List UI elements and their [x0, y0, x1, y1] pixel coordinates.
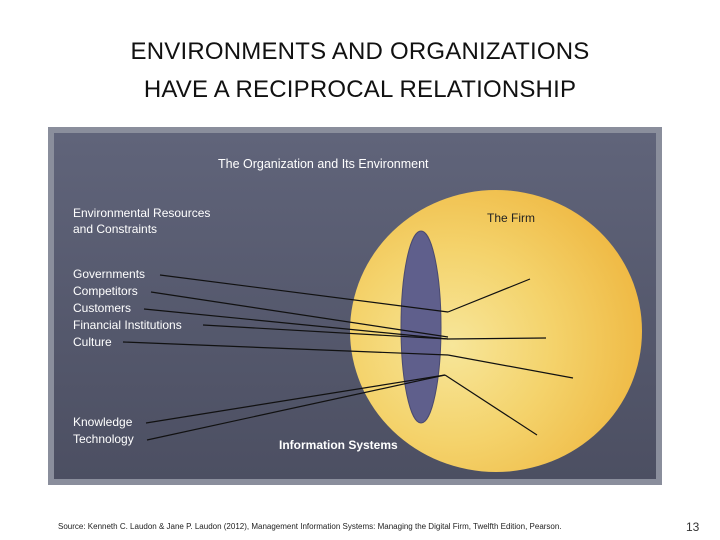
technology-item-knowledge: Knowledge — [73, 415, 133, 429]
technology-item-technology: Technology — [73, 432, 134, 446]
environment-item-competitors: Competitors — [73, 284, 138, 298]
environment-item-culture: Culture — [73, 335, 112, 349]
firm-circle — [350, 190, 642, 472]
slide-title-line-2: HAVE A RECIPROCAL RELATIONSHIP — [143, 76, 577, 103]
firm-label: The Firm — [487, 211, 535, 225]
resources-heading-line-2: and Constraints — [73, 222, 157, 236]
connector-line-governments — [159, 274, 449, 313]
firm-line-lower — [447, 354, 574, 379]
connector-line-competitors — [150, 291, 449, 338]
figure-svg: The Organization and Its Environment Env… — [48, 127, 662, 485]
information-systems-ellipse — [400, 230, 442, 424]
connector-line-customers — [143, 308, 449, 340]
connector-line-financial-institutions — [202, 324, 449, 340]
figure-title: The Organization and Its Environment — [218, 157, 429, 171]
slide-title: ENVIRONMENTS AND ORGANIZATIONS HAVE A RE… — [0, 33, 720, 109]
slide-title-line-1: ENVIRONMENTS AND ORGANIZATIONS — [130, 38, 590, 65]
environment-item-customers: Customers — [73, 301, 131, 315]
connector-line-knowledge — [145, 374, 446, 424]
environment-item-governments: Governments — [73, 267, 145, 281]
slide-number: 13 — [686, 520, 700, 534]
connector-line-technology — [146, 374, 446, 441]
connector-lines — [122, 274, 574, 441]
organization-environment-figure: The Organization and Its Environment Env… — [48, 127, 662, 485]
connector-line-culture — [122, 341, 449, 356]
firm-line-bottom — [444, 374, 538, 436]
source-citation: Source: Kenneth C. Laudon & Jane P. Laud… — [58, 522, 562, 531]
firm-line-middle — [447, 337, 547, 340]
information-systems-label: Information Systems — [279, 438, 398, 452]
resources-heading-line-1: Environmental Resources — [73, 206, 210, 220]
environment-item-financial-institutions: Financial Institutions — [73, 318, 182, 332]
firm-line-upper — [447, 278, 531, 313]
